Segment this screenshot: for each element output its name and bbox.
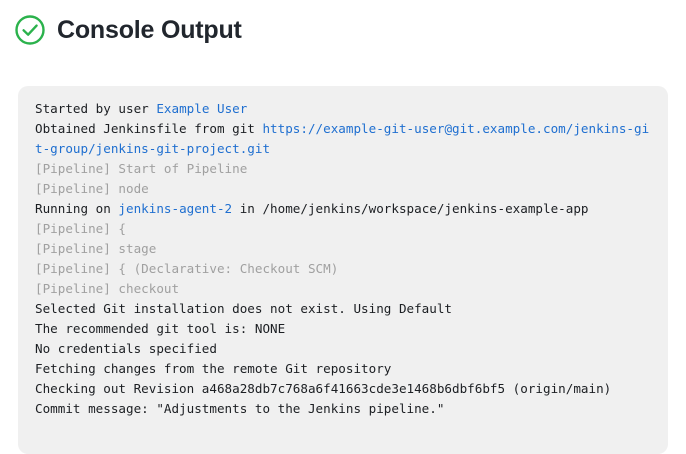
console-log-line: [Pipeline] checkout: [35, 279, 652, 299]
console-log-text: [Pipeline] { (Declarative: Checkout SCM): [35, 261, 339, 276]
console-log-line: Started by user Example User: [35, 99, 652, 119]
console-log-text: in /home/jenkins/workspace/jenkins-examp…: [232, 201, 589, 216]
console-log-line: Running on jenkins-agent-2 in /home/jenk…: [35, 199, 652, 219]
console-log-text: [Pipeline] node: [35, 181, 149, 196]
console-log-text: [Pipeline] {: [35, 221, 126, 236]
console-log-text: The recommended git tool is: NONE: [35, 321, 286, 336]
console-log-line: [Pipeline] { (Declarative: Checkout SCM): [35, 259, 652, 279]
check-circle-icon: [14, 14, 46, 46]
console-log-line: Checking out Revision a468a28db7c768a6f4…: [35, 379, 652, 399]
page-header: Console Output: [0, 0, 686, 46]
console-log-text: [Pipeline] stage: [35, 241, 157, 256]
console-log-text: [Pipeline] checkout: [35, 281, 180, 296]
console-log-text: Selected Git installation does not exist…: [35, 301, 453, 316]
console-log-line: [Pipeline] {: [35, 219, 652, 239]
console-log-line: Obtained Jenkinsfile from git https://ex…: [35, 119, 652, 159]
console-log-link[interactable]: jenkins-agent-2: [118, 201, 233, 216]
console-log-line: Fetching changes from the remote Git rep…: [35, 359, 652, 379]
console-log-line: Selected Git installation does not exist…: [35, 299, 652, 319]
console-log-link[interactable]: Example User: [156, 101, 248, 116]
console-log-text: Running on: [35, 201, 119, 216]
console-log-text: No credentials specified: [35, 341, 217, 356]
console-log-line: [Pipeline] stage: [35, 239, 652, 259]
console-log-text: [Pipeline] Start of Pipeline: [35, 161, 248, 176]
console-log-text: Commit message: "Adjustments to the Jenk…: [35, 401, 445, 416]
console-log-line: Commit message: "Adjustments to the Jenk…: [35, 399, 652, 419]
console-log-text: Checking out Revision a468a28db7c768a6f4…: [35, 381, 612, 396]
console-log-line: [Pipeline] node: [35, 179, 652, 199]
console-log-line: No credentials specified: [35, 339, 652, 359]
console-log-link[interactable]: https://example-git-user@git.example.com…: [35, 121, 650, 156]
console-log-line: [Pipeline] Start of Pipeline: [35, 159, 652, 179]
console-log-text: Obtained Jenkinsfile from git: [35, 121, 263, 136]
console-log-text: Started by user: [35, 101, 157, 116]
page-title: Console Output: [57, 15, 242, 44]
console-log-text: Fetching changes from the remote Git rep…: [35, 361, 392, 376]
console-log-line: The recommended git tool is: NONE: [35, 319, 652, 339]
